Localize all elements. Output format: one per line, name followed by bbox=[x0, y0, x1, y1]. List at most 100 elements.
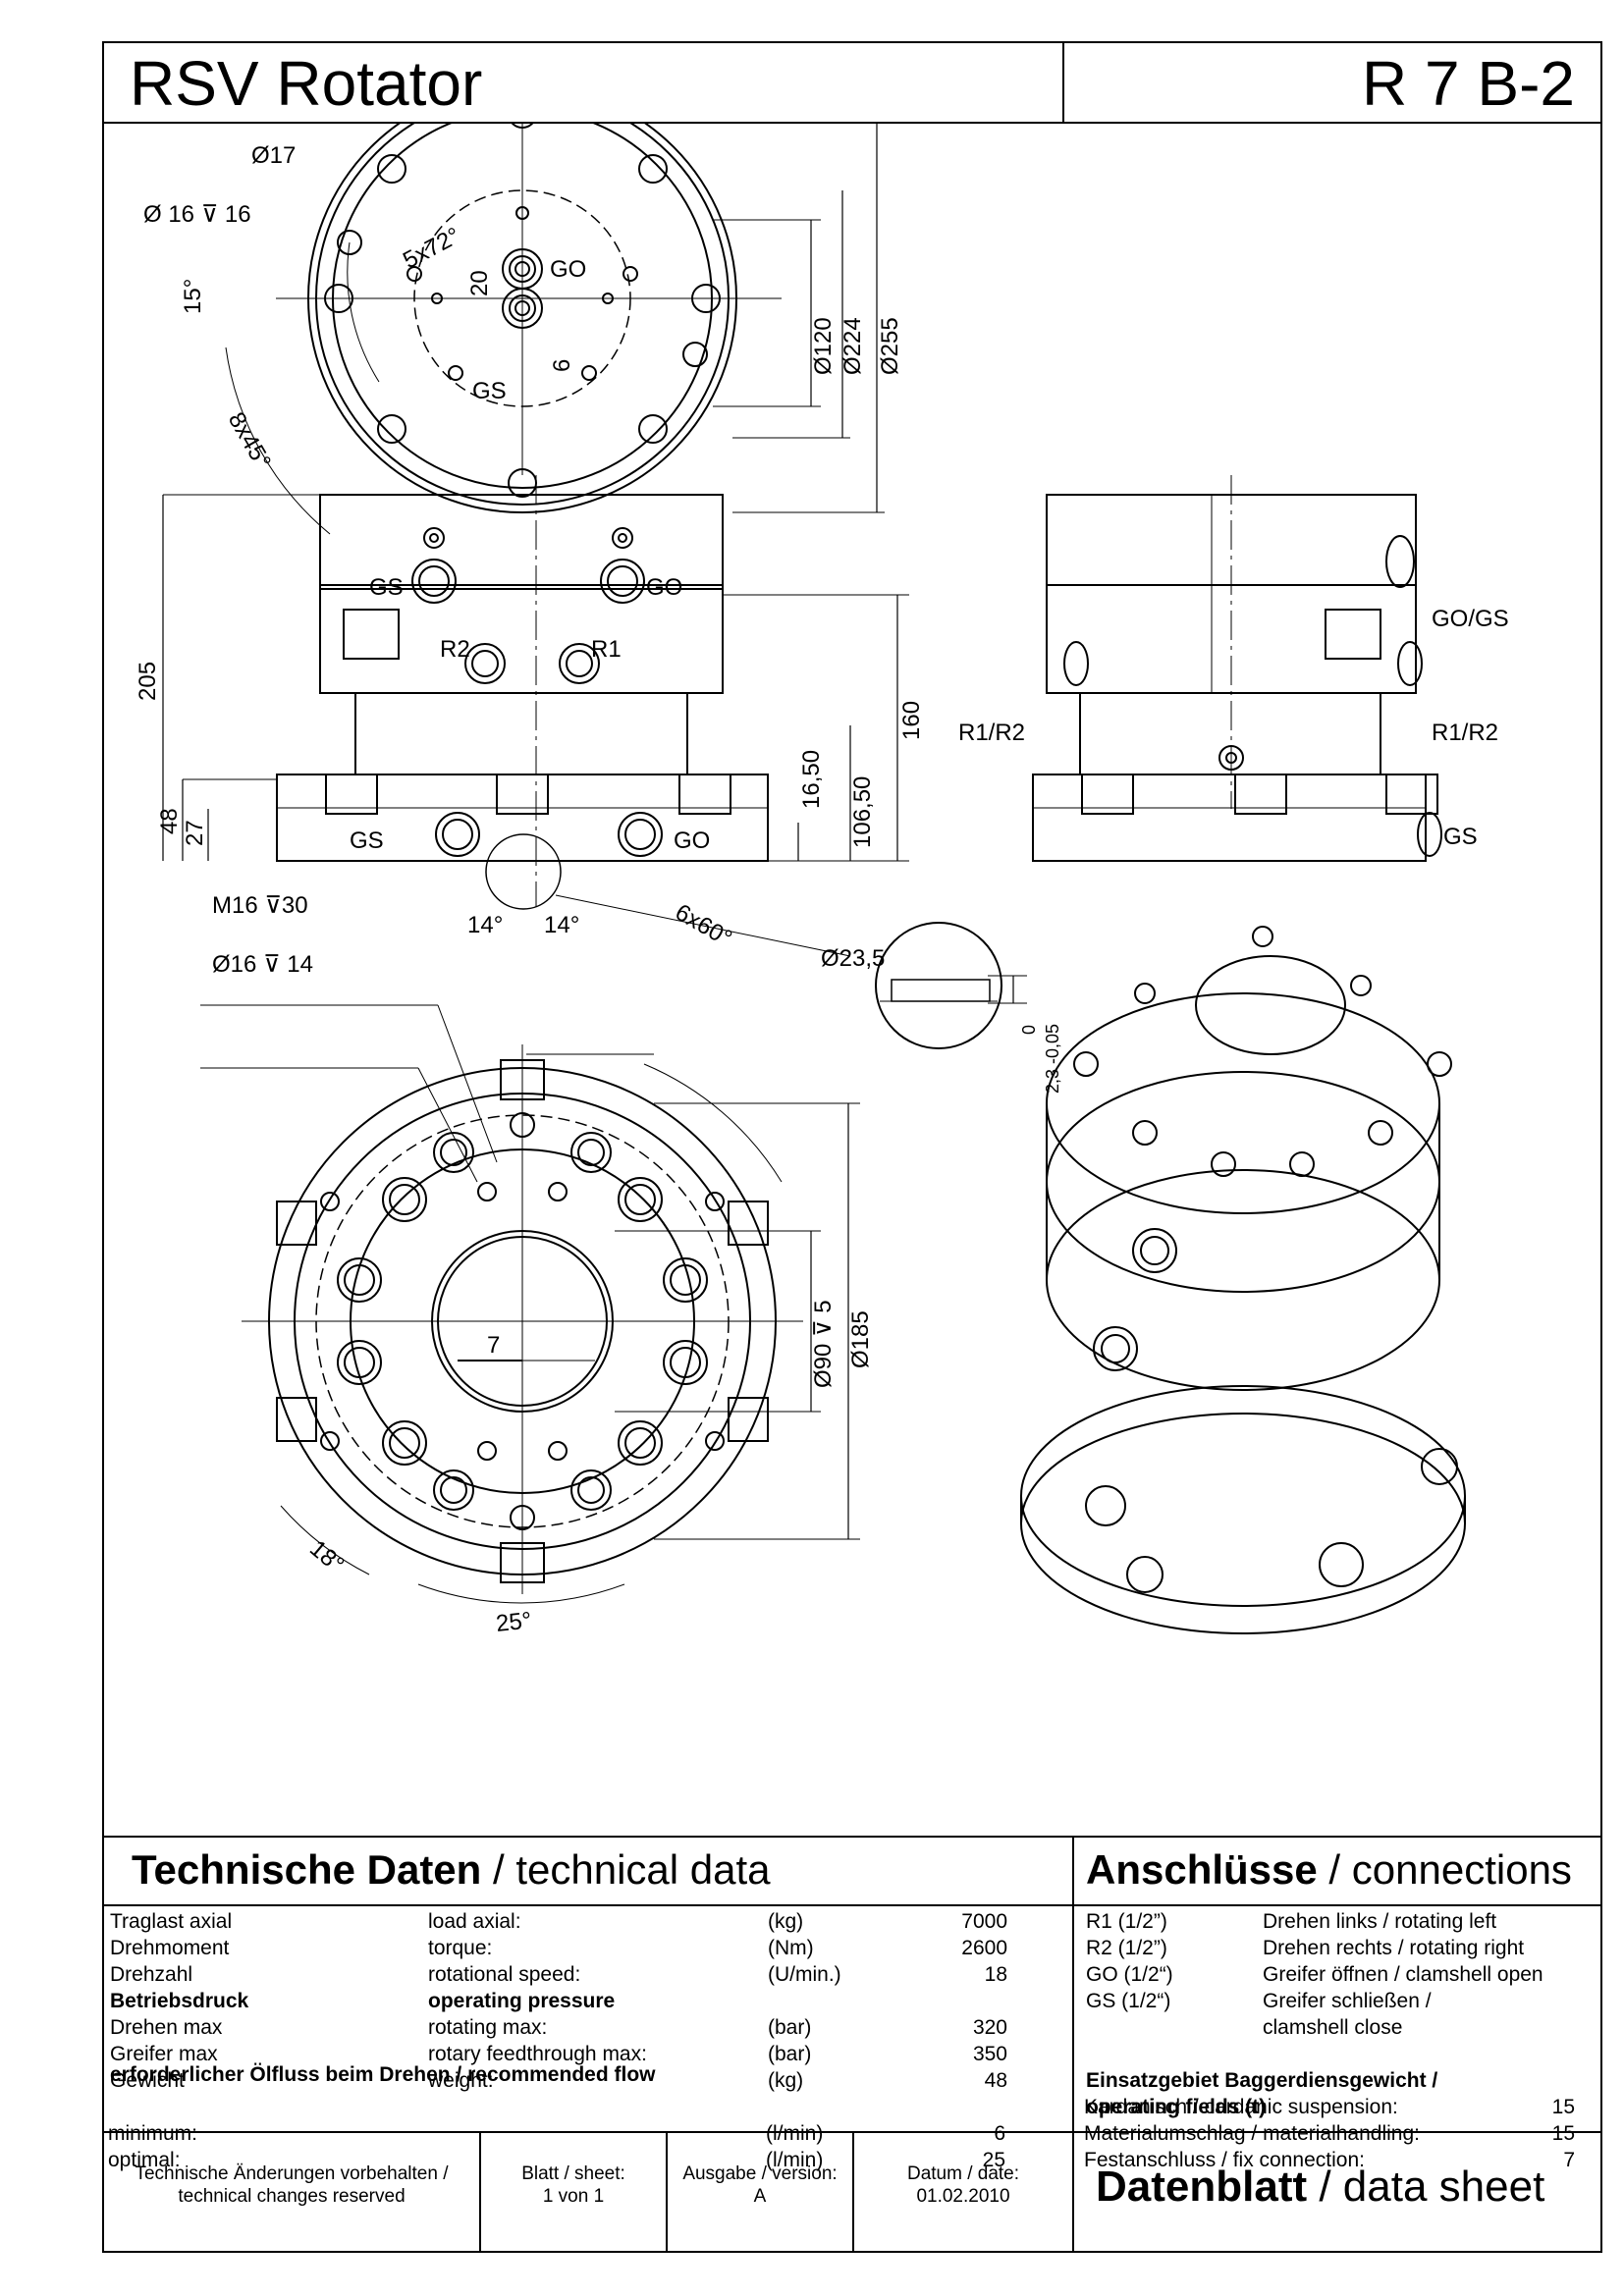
drawing-svg: Ø17 Ø 16 ⊽ 16 5x72° 20 GO GS 6 15° 8x45°… bbox=[135, 122, 1509, 1637]
label-16-50: 16,50 bbox=[798, 750, 825, 809]
tech-en-1: torque: bbox=[428, 1937, 493, 1959]
technical-drawing: Ø17 Ø 16 ⊽ 16 5x72° 20 GO GS 6 15° 8x45°… bbox=[104, 122, 1600, 1833]
label-r1-front: R1 bbox=[591, 636, 622, 663]
tech-en-5: rotary feedthrough max: bbox=[428, 2043, 647, 2065]
label-18deg: 18° bbox=[304, 1535, 349, 1578]
conn-desc-0: Drehen links / rotating left bbox=[1263, 1910, 1497, 1933]
label-27: 27 bbox=[182, 820, 208, 846]
label-r1r2-side: R1/R2 bbox=[1432, 720, 1498, 746]
tech-unit-0: (kg) bbox=[768, 1910, 804, 1933]
label-6x60: 6x60° bbox=[671, 899, 736, 952]
label-gs-base: GS bbox=[350, 828, 384, 854]
isometric-view bbox=[1020, 926, 1466, 1634]
datasheet-rest: / data sheet bbox=[1307, 2163, 1545, 2211]
connections-title-rest: / connections bbox=[1317, 1846, 1572, 1893]
product-code: R 7 B-2 bbox=[1362, 48, 1575, 119]
technical-title-rest: / technical data bbox=[481, 1846, 771, 1893]
tech-en-3: operating pressure bbox=[428, 1990, 616, 2012]
tables-divider bbox=[1072, 1838, 1074, 2133]
tables-title-rule bbox=[104, 1904, 1600, 1906]
label-d16-14: Ø16 ⊽ 14 bbox=[212, 951, 313, 978]
version-value: A bbox=[753, 2186, 767, 2207]
label-tol-0: 0 bbox=[1019, 1025, 1039, 1035]
side-view bbox=[1032, 475, 1442, 862]
label-14deg-right: 14° bbox=[544, 912, 579, 938]
conn-port-1: R2 (1/2”) bbox=[1086, 1937, 1167, 1959]
label-160: 160 bbox=[898, 701, 925, 740]
technical-data-title: Technische Daten / technical data bbox=[132, 1845, 771, 1895]
notice-line-1: Technische Änderungen vorbehalten / bbox=[135, 2163, 449, 2184]
tech-value-5: 350 bbox=[972, 2043, 1007, 2065]
technical-title-bold: Technische Daten bbox=[132, 1846, 482, 1893]
label-go-front: GO bbox=[646, 574, 682, 601]
label-2-3: 2,3 -0,05 bbox=[1043, 1024, 1062, 1094]
datasheet-title: Datenblatt / data sheet bbox=[1096, 2161, 1544, 2214]
tech-unit-6: (kg) bbox=[768, 2069, 804, 2092]
tech-value-6: 48 bbox=[984, 2069, 1007, 2092]
label-d90-5: Ø90 ⊽ 5 bbox=[810, 1300, 837, 1388]
label-25deg: 25° bbox=[495, 1607, 533, 1637]
tech-de-1: Drehmoment bbox=[110, 1937, 230, 1959]
sheet-value: 1 von 1 bbox=[542, 2186, 605, 2207]
label-20: 20 bbox=[466, 270, 493, 296]
connections-title-bold: Anschlüsse bbox=[1086, 1846, 1318, 1893]
title-block: RSV Rotator R 7 B-2 bbox=[104, 43, 1600, 124]
label-8x45: 8x45° bbox=[223, 408, 276, 474]
tech-en-2: rotational speed: bbox=[428, 1963, 581, 1986]
label-m16-30: M16 ⊽30 bbox=[212, 892, 308, 919]
detail-view bbox=[875, 922, 1027, 1049]
usage-title-1: Einsatzgebiet Baggerdiensgewicht / bbox=[1086, 2069, 1438, 2092]
notice-line-2: technical changes reserved bbox=[178, 2186, 406, 2207]
label-d224: Ø224 bbox=[839, 317, 866, 375]
tech-de-5: Greifer max bbox=[110, 2043, 218, 2065]
tech-value-1: 2600 bbox=[961, 1937, 1007, 1959]
label-gs-side: GS bbox=[1443, 824, 1478, 850]
bottom-view bbox=[200, 1004, 860, 1604]
tech-unit-4: (bar) bbox=[768, 2016, 812, 2039]
tech-de-6: Gewicht bbox=[110, 2069, 185, 2092]
connections-title: Anschlüsse / connections bbox=[1086, 1845, 1572, 1895]
tech-value-2: 18 bbox=[984, 1963, 1007, 1986]
label-gs-front: GS bbox=[369, 574, 404, 601]
conn-desc-3: Greifer schließen / bbox=[1263, 1990, 1432, 2012]
tech-de-2: Drehzahl bbox=[110, 1963, 193, 1986]
tech-en-4: rotating max: bbox=[428, 2016, 548, 2039]
date-value: 01.02.2010 bbox=[916, 2186, 1010, 2207]
label-go-base: GO bbox=[674, 828, 710, 854]
label-106-50: 106,50 bbox=[849, 776, 876, 848]
title-divider bbox=[1062, 43, 1064, 122]
sheet-label: Blatt / sheet: bbox=[521, 2163, 625, 2184]
label-d120: Ø120 bbox=[810, 317, 837, 375]
label-48: 48 bbox=[156, 808, 183, 834]
usage-title-2: operating fields (t) bbox=[1086, 2096, 1267, 2118]
label-d17: Ø17 bbox=[251, 142, 296, 169]
datasheet-bold: Datenblatt bbox=[1096, 2163, 1308, 2211]
front-view bbox=[162, 475, 909, 957]
tech-de-0: Traglast axial bbox=[110, 1910, 233, 1933]
conn-desc-2: Greifer öffnen / clamshell open bbox=[1263, 1963, 1543, 1986]
label-go-gs-side: GO/GS bbox=[1432, 606, 1509, 632]
label-6: 6 bbox=[549, 359, 575, 372]
tech-en-6: weight: bbox=[428, 2069, 494, 2092]
footer-date: Datum / date: 01.02.2010 bbox=[854, 2133, 1074, 2253]
drawing-sheet: RSV Rotator R 7 B-2 bbox=[102, 41, 1602, 2253]
conn-port-3: GS (1/2“) bbox=[1086, 1990, 1171, 2012]
label-gs-top: GS bbox=[472, 378, 507, 404]
label-7: 7 bbox=[487, 1332, 500, 1359]
label-go-top: GO bbox=[550, 256, 586, 283]
tech-value-0: 7000 bbox=[961, 1910, 1007, 1933]
footer-version: Ausgabe / version: A bbox=[668, 2133, 854, 2253]
label-205: 205 bbox=[135, 662, 161, 701]
conn-desc-4: clamshell close bbox=[1263, 2016, 1403, 2039]
label-14deg-left: 14° bbox=[467, 912, 503, 938]
tech-de-4: Drehen max bbox=[110, 2016, 223, 2039]
top-view bbox=[225, 122, 885, 535]
label-5x72: 5x72° bbox=[399, 223, 464, 275]
label-d16-16: Ø 16 ⊽ 16 bbox=[143, 201, 251, 228]
footer-sheet: Blatt / sheet: 1 von 1 bbox=[481, 2133, 668, 2253]
data-tables: Technische Daten / technical data Anschl… bbox=[104, 1836, 1600, 2133]
version-label: Ausgabe / version: bbox=[682, 2163, 838, 2184]
label-d255: Ø255 bbox=[877, 317, 903, 375]
conn-port-0: R1 (1/2”) bbox=[1086, 1910, 1167, 1933]
label-r2-front: R2 bbox=[440, 636, 470, 663]
